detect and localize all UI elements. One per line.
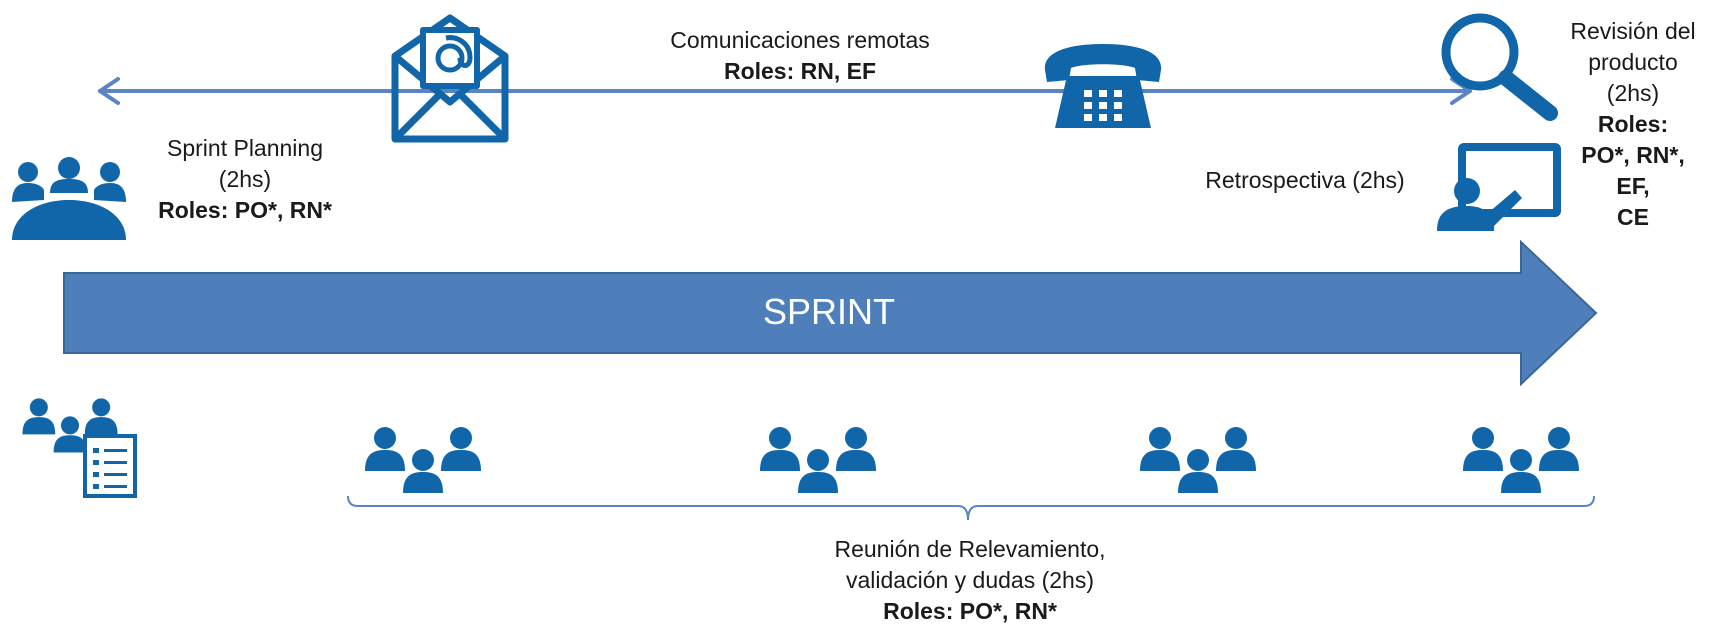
- planning-roles: Roles: PO*, RN*: [158, 197, 332, 223]
- email-icon: [391, 14, 509, 143]
- planning-title: Sprint Planning: [167, 135, 323, 161]
- review-roles-1: Roles:: [1597, 111, 1669, 137]
- refinement-title-1: Reunión de Relevamiento,: [834, 536, 1106, 562]
- group-icon: [365, 427, 481, 493]
- sprint-arrow: [63, 239, 1598, 387]
- group-icon: [1463, 427, 1579, 493]
- review-roles-4: CE: [1617, 204, 1649, 230]
- phone-icon: [1044, 44, 1162, 128]
- remote-roles: Roles: RN, EF: [723, 58, 877, 84]
- planning-duration: (2hs): [218, 166, 272, 192]
- group-icon: [1140, 427, 1256, 493]
- refinement-brace: [347, 495, 1595, 521]
- sprint-label: SPRINT: [762, 291, 895, 332]
- product-review-label: Revisión del producto (2hs) Roles: PO*, …: [1548, 16, 1718, 233]
- remote-title: Comunicaciones remotas: [670, 27, 930, 53]
- refinement-title-2: validación y dudas (2hs): [845, 567, 1095, 593]
- remote-communications-label: Comunicaciones remotas Roles: RN, EF: [600, 25, 1000, 87]
- magnifier-icon: [1441, 13, 1558, 121]
- review-title-2: producto: [1588, 49, 1678, 75]
- review-title-1: Revisión del: [1570, 18, 1696, 44]
- refinement-label: Reunión de Relevamiento, validación y du…: [790, 534, 1150, 627]
- sprint-planning-label: Sprint Planning (2hs) Roles: PO*, RN*: [130, 133, 360, 226]
- presenter-board-icon: [1437, 143, 1561, 231]
- review-roles-2: PO*, RN*,: [1581, 142, 1685, 168]
- retrospective-label: Retrospectiva (2hs): [1205, 167, 1405, 193]
- review-duration: (2hs): [1606, 80, 1660, 106]
- team-checklist-icon: [22, 398, 137, 498]
- review-roles-3: EF,: [1616, 173, 1650, 199]
- group-icon: [760, 427, 876, 493]
- meeting-table-icon: [12, 157, 126, 240]
- refinement-roles: Roles: PO*, RN*: [883, 598, 1057, 624]
